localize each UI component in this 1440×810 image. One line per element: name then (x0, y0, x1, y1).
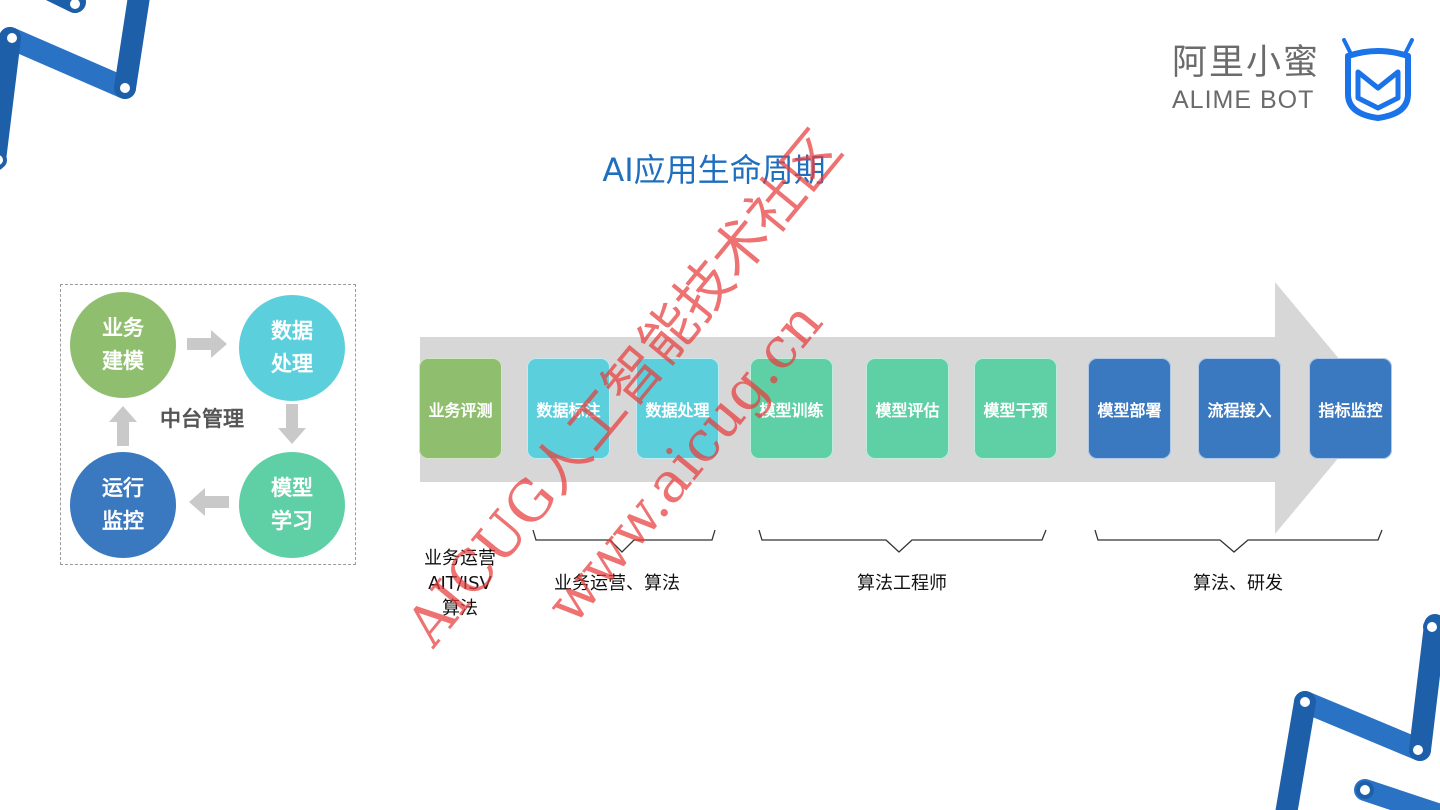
role-line2: AIT/ISV (412, 571, 508, 596)
stage-business-evaluation: 业务评测 (419, 358, 502, 459)
cycle-center-label: 中台管理 (160, 409, 244, 430)
alime-bot-logo-icon (1340, 38, 1416, 122)
arrow-right-icon (187, 330, 229, 358)
cycle-node-line2: 监控 (102, 509, 144, 533)
group-brace-1 (530, 528, 720, 558)
role-line1: 业务运营 (412, 546, 508, 571)
role-line3: 算法 (412, 596, 508, 621)
group-brace-2 (756, 528, 1052, 558)
arrow-down-icon (278, 404, 306, 446)
decorative-corner-arm-bottom-right (1270, 610, 1440, 810)
cycle-node-operation-monitoring: 运行监控 (70, 452, 176, 558)
stage-model-deployment: 模型部署 (1088, 358, 1171, 459)
cycle-node-line1: 模型 (271, 476, 313, 500)
cycle-node-data-processing: 数据处理 (239, 295, 345, 401)
cycle-node-business-modeling: 业务建模 (70, 292, 176, 398)
role-label-group-2: 算法工程师 (822, 571, 982, 596)
brand-name-english: ALIME BOT (1172, 88, 1314, 113)
cycle-node-model-learning: 模型学习 (239, 452, 345, 558)
cycle-node-line2: 建模 (102, 349, 144, 373)
role-label-group-1: 业务运营、算法 (537, 571, 697, 596)
stage-data-processing: 数据处理 (636, 358, 719, 459)
stage-process-integration: 流程接入 (1198, 358, 1281, 459)
cycle-node-line1: 数据 (271, 319, 313, 343)
stage-model-training: 模型训练 (750, 358, 833, 459)
brand-name-chinese: 阿里小蜜 (1172, 46, 1320, 81)
stage-metric-monitoring: 指标监控 (1309, 358, 1392, 459)
group-brace-3 (1092, 528, 1388, 558)
stage-model-intervention: 模型干预 (974, 358, 1057, 459)
role-label-first-stage: 业务运营 AIT/ISV 算法 (412, 546, 508, 621)
cycle-node-line2: 学习 (271, 509, 313, 533)
stage-model-evaluation: 模型评估 (866, 358, 949, 459)
cycle-node-line2: 处理 (271, 352, 313, 376)
arrow-left-icon (187, 488, 229, 516)
cycle-node-line1: 运行 (102, 476, 144, 500)
stage-data-labeling: 数据标注 (527, 358, 610, 459)
arrow-up-icon (109, 404, 137, 446)
cycle-node-line1: 业务 (102, 316, 144, 340)
page-title: AI应用生命周期 (0, 154, 1428, 186)
role-label-group-3: 算法、研发 (1158, 571, 1318, 596)
